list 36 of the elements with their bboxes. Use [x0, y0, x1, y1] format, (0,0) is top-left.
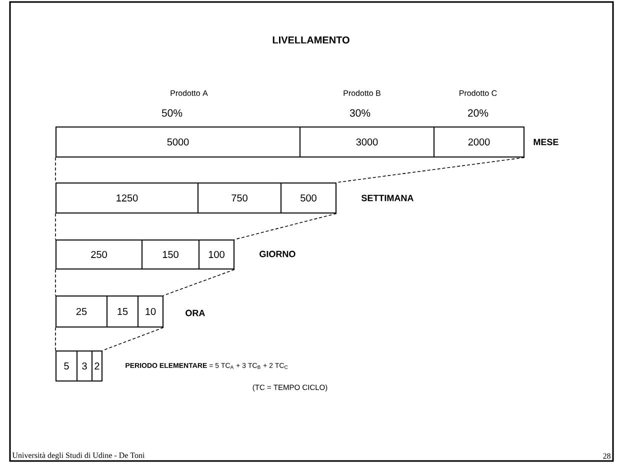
value-cell: 1250 [56, 182, 198, 214]
product-label: Prodotto A [170, 90, 208, 96]
percentage: 50% [162, 109, 182, 117]
percentage: 20% [468, 109, 488, 117]
value-cell: 250 [56, 240, 142, 270]
level-label: GIORNO [260, 250, 296, 258]
projection-line [336, 157, 525, 183]
product-label: Prodotto C [460, 90, 497, 96]
projection-line [55, 269, 56, 296]
value-cell: 3 [76, 350, 92, 382]
value-cell: 10 [138, 296, 164, 328]
page-number: 28 [603, 453, 610, 459]
value-cell: 5000 [56, 126, 300, 158]
product-label: Prodotto B [344, 90, 380, 96]
projection-line [234, 213, 337, 240]
level-label: MESE [534, 138, 558, 146]
value-cell: 100 [198, 240, 234, 270]
level-label: SETTIMANA [361, 194, 414, 202]
projection-line [55, 157, 56, 183]
projection-line [55, 213, 56, 240]
value-cell: 3000 [300, 126, 434, 158]
value-cell: 5 [56, 350, 78, 382]
value-cell: 2 [92, 350, 102, 382]
projection-line [163, 269, 235, 296]
projection-line [102, 327, 164, 351]
value-cell: 750 [198, 182, 282, 214]
value-cell: 25 [56, 296, 108, 328]
footer-text: Università degli Studi di Udine - De Toni [12, 452, 145, 460]
value-cell: 15 [106, 296, 138, 328]
value-cell: 500 [280, 182, 336, 214]
level-label: ORA [186, 310, 205, 316]
percentage: 30% [350, 109, 370, 117]
value-cell: 2000 [434, 126, 524, 158]
title: LIVELLAMENTO [272, 36, 350, 44]
value-cell: 150 [142, 240, 200, 270]
projection-line [55, 327, 56, 351]
